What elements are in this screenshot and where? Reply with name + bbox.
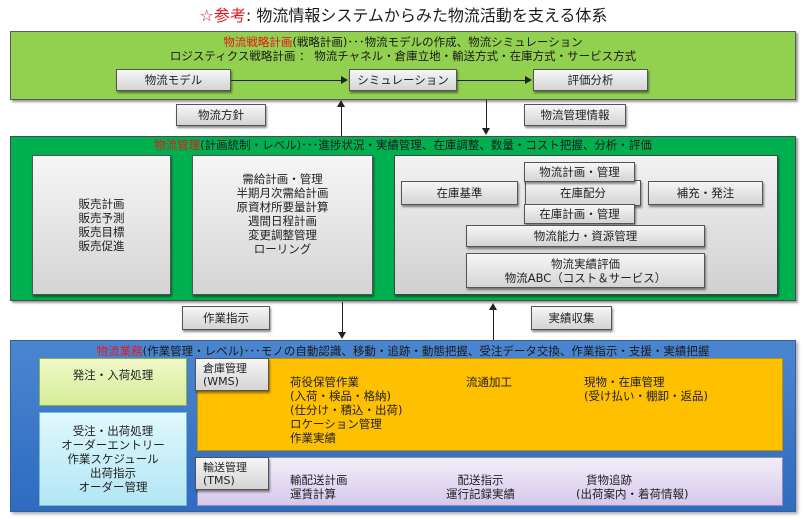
- tms-cargo-tracking: 貨物追跡 (出荷案内・着荷情報): [576, 473, 688, 501]
- flow-arrow-line: [457, 80, 525, 81]
- wms-item: 作業実績: [290, 431, 336, 445]
- management-heading: 物流管理(計画統制・レベル)･･･進捗状況・実績管理、在庫調整、数量・コスト把握…: [11, 138, 795, 152]
- wms-inventory-control: 現物・在庫管理 (受け払い・棚卸・返品): [584, 375, 708, 403]
- wms-item: (仕分け・積込・出荷): [290, 403, 403, 417]
- flow-step-simulation: シミュレーション: [349, 69, 457, 91]
- arrow-up-icon: [337, 100, 345, 107]
- logistics-plan-mgmt-box: 物流計画・管理: [524, 162, 635, 182]
- logistics-management-panel: 物流管理(計画統制・レベル)･･･進捗状況・実績管理、在庫調整、数量・コスト把握…: [10, 136, 796, 301]
- wms-tag: 倉庫管理 (WMS): [195, 358, 269, 391]
- arrow-down-icon: [482, 128, 490, 135]
- logistics-strategy-line: ロジスティクス戦略計画 ： 物流チャネル・倉庫立地・輸送方式・在庫方式・サービス…: [169, 49, 637, 63]
- supply-item: 需給計画・管理: [242, 172, 323, 186]
- title-text: : 物流情報システムからみた物流活動を支える体系: [245, 6, 608, 25]
- tms-tag-code: (TMS): [203, 473, 235, 487]
- tms-dispatch: 配送指示 運行記録実績: [446, 473, 515, 501]
- upward-connector: [493, 310, 494, 340]
- wms-handling-storage: 荷役保管作業 (入荷・検品・格納) (仕分け・積込・出荷) ロケーション管理 作…: [290, 375, 402, 445]
- wms-distribution-processing: 流通加工: [466, 375, 512, 389]
- operations-heading-desc: (作業管理・レベル)･･･モノの自動認識、移動・追跡・動態把握、受注データ交換、…: [142, 344, 710, 358]
- strategy-heading-label: 物流戦略計画: [223, 35, 293, 49]
- wms-area: 荷役保管作業 (入荷・検品・格納) (仕分け・積込・出荷) ロケーション管理 作…: [197, 358, 783, 451]
- flow-step-logistics-model: 物流モデル: [116, 69, 231, 91]
- inventory-standard-box: 在庫基準: [401, 181, 518, 205]
- results-collection-label: 実績収集: [531, 306, 612, 330]
- strategy-heading: 物流戦略計画(戦略計画)･･･物流モデルの作成、物流シミュレーション: [11, 35, 795, 49]
- wms-item: 荷役保管作業: [290, 375, 359, 389]
- flow-arrow-line: [231, 80, 341, 81]
- supply-item: 半期月次需給計画: [236, 186, 329, 200]
- supply-demand-box: 需給計画・管理 半期月次需給計画 原資材所要量計算 週間日程計画 変更調整管理 …: [192, 155, 373, 295]
- star-icon: ☆: [199, 6, 214, 25]
- replenishment-order-box: 補充・発注: [648, 181, 763, 205]
- sales-item: 販売予測: [78, 211, 125, 225]
- arrow-down-icon: [338, 332, 346, 339]
- sales-item: 販売促進: [78, 239, 125, 253]
- page-title: ☆参考: 物流情報システムからみた物流活動を支える体系: [0, 6, 807, 26]
- downward-connector: [486, 100, 487, 129]
- capacity-resource-box: 物流能力・資源管理: [466, 225, 705, 247]
- wms-item: ロケーション管理: [290, 417, 382, 431]
- tms-delivery-planning: 輸配送計画 運賃計算: [290, 473, 348, 501]
- tms-item: 輸配送計画: [290, 473, 348, 487]
- sales-planning-box: 販売計画 販売予測 販売目標 販売促進: [32, 155, 171, 295]
- supply-item: 原資材所要量計算: [236, 200, 329, 214]
- tms-item: 運行記録実績: [446, 487, 515, 501]
- shipping-item: オーダーエントリー: [61, 438, 165, 452]
- tms-tag: 輸送管理 (TMS): [195, 457, 269, 490]
- downward-connector: [342, 302, 343, 332]
- work-instruction-label: 作業指示: [182, 306, 270, 330]
- inventory-allocation-box: 在庫配分: [525, 180, 641, 206]
- tms-item: 貨物追跡: [586, 473, 632, 487]
- wms-tag-label: 倉庫管理: [203, 361, 247, 375]
- evaluation-line: 物流実績評価: [551, 256, 620, 271]
- arrow-right-icon: [525, 76, 532, 84]
- performance-evaluation-box: 物流実績評価 物流ABC（コスト＆サービス）: [466, 253, 705, 288]
- inventory-plan-mgmt-box: 在庫計画・管理: [524, 204, 635, 224]
- strategy-heading-desc: (戦略計画)･･･物流モデルの作成、物流シミュレーション: [292, 35, 583, 49]
- management-heading-label: 物流管理: [154, 138, 201, 152]
- evaluation-line: 物流ABC（コスト＆サービス）: [504, 270, 667, 285]
- wms-item: 流通加工: [466, 375, 512, 389]
- logistics-policy-label: 物流方針: [176, 104, 266, 126]
- tms-tag-label: 輸送管理: [203, 460, 247, 474]
- wms-item: 現物・在庫管理: [584, 375, 665, 389]
- order-shipping-box: 受注・出荷処理 オーダーエントリー 作業スケジュール 出荷指示 オーダー管理: [39, 412, 187, 506]
- title-reference-label: 参考: [213, 6, 246, 25]
- wms-item: (入荷・検品・格納): [290, 389, 391, 403]
- tms-area: 輸配送計画 運賃計算 配送指示 運行記録実績 貨物追跡 (出荷案内・着荷情報): [197, 457, 783, 506]
- wms-tag-code: (WMS): [203, 374, 239, 388]
- management-heading-desc: (計画統制・レベル)･･･進捗状況・実績管理、在庫調整、数量・コスト把握、分析・…: [200, 138, 652, 152]
- sales-item: 販売計画: [78, 197, 125, 211]
- shipping-item: 作業スケジュール: [67, 452, 159, 466]
- arrow-right-icon: [341, 76, 348, 84]
- shipping-item: オーダー管理: [78, 480, 148, 494]
- inventory-management-area: 在庫基準 在庫配分 物流計画・管理 在庫計画・管理 補充・発注 物流能力・資源管…: [394, 155, 778, 295]
- order-receiving-box: 発注・入荷処理: [39, 358, 187, 406]
- arrow-up-icon: [489, 303, 497, 310]
- operations-heading: 物流業務(作業管理・レベル)･･･モノの自動認識、移動・追跡・動態把握、受注デー…: [11, 344, 795, 358]
- shipping-item: 受注・出荷処理: [72, 424, 154, 438]
- supply-item: 週間日程計画: [248, 214, 317, 228]
- tms-item: (出荷案内・着荷情報): [576, 487, 689, 501]
- supply-item: ローリング: [253, 242, 312, 256]
- tms-item: 配送指示: [457, 473, 504, 487]
- logistics-mgmt-info-label: 物流管理情報: [524, 104, 626, 126]
- logistics-operations-panel: 物流業務(作業管理・レベル)･･･モノの自動認識、移動・追跡・動態把握、受注デー…: [10, 340, 796, 512]
- shipping-item: 出荷指示: [90, 466, 136, 480]
- strategy-planning-panel: 物流戦略計画(戦略計画)･･･物流モデルの作成、物流シミュレーション ロジスティ…: [10, 31, 796, 100]
- operations-heading-label: 物流業務: [96, 344, 143, 358]
- flow-step-evaluation: 評価分析: [533, 69, 648, 91]
- supply-item: 変更調整管理: [248, 228, 317, 242]
- sales-item: 販売目標: [78, 225, 125, 239]
- upward-connector: [341, 106, 342, 136]
- tms-item: 運賃計算: [290, 487, 336, 501]
- wms-item: (受け払い・棚卸・返品): [584, 389, 708, 403]
